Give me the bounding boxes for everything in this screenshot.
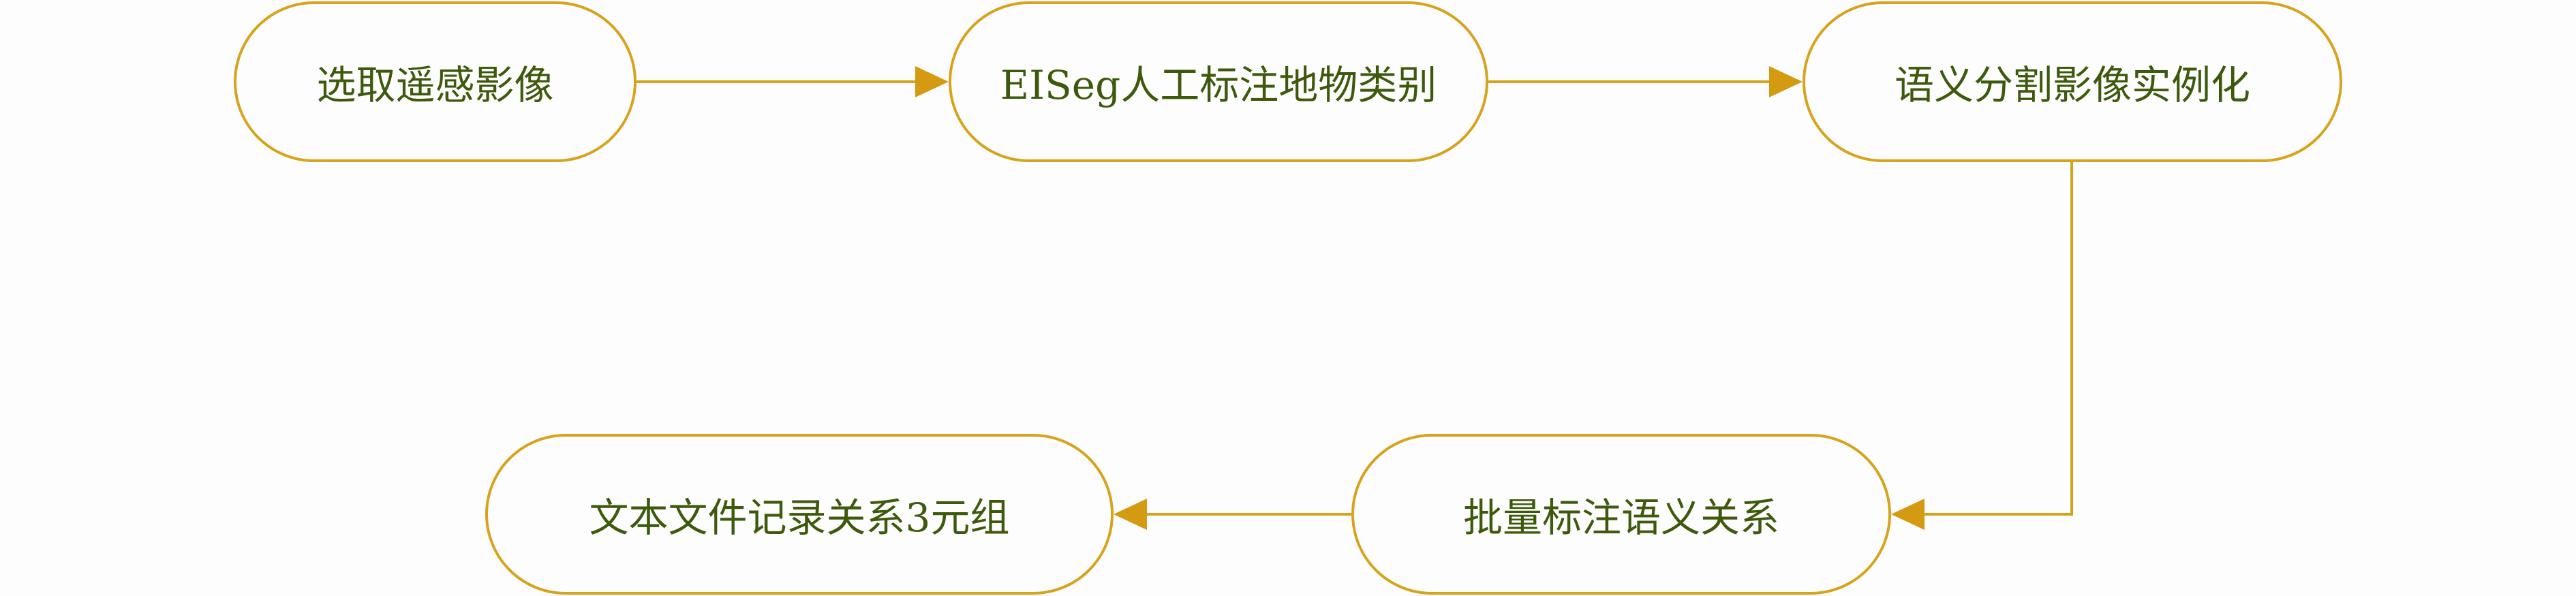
node-label: EISeg人工标注地物类别	[1000, 62, 1437, 108]
node-semantic-instantiation: 语义分割影像实例化	[1803, 1, 2342, 162]
node-eiseg-annotation: EISeg人工标注地物类别	[949, 1, 1488, 162]
node-label: 文本文件记录关系3元组	[589, 495, 1010, 541]
edge-instantiation-to-batch	[1925, 162, 2073, 516]
node-batch-relation-annotation: 批量标注语义关系	[1351, 434, 1891, 595]
arrowhead-triples	[1114, 499, 1147, 530]
node-label: 语义分割影像实例化	[1894, 62, 2250, 108]
node-text-triples: 文本文件记录关系3元组	[485, 434, 1114, 595]
node-label: 选取遥感影像	[316, 62, 554, 108]
node-label: 批量标注语义关系	[1462, 495, 1779, 541]
node-select-imagery: 选取遥感影像	[234, 1, 637, 162]
arrowhead-instantiation	[1769, 66, 1803, 97]
arrowhead-eiseg	[915, 66, 949, 97]
arrowhead-batch	[1891, 499, 1925, 530]
